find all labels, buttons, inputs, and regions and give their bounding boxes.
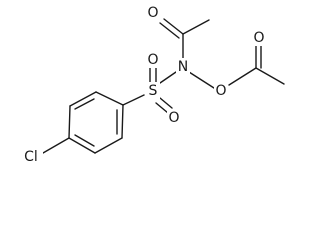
atom-ketone-oxygen: O	[146, 4, 160, 21]
bond-o-to-ester-c	[228, 67, 257, 86]
bond-carbonyl-c-to-o-double-a	[163, 18, 184, 35]
bond-s-to-o-lower-b	[155, 102, 169, 114]
chemical-structure: O N O O S O O Cl	[19, 4, 285, 165]
bond-n-to-o-bridge	[188, 71, 215, 89]
atom-sulfur: S	[146, 82, 160, 99]
atom-label-o: O	[147, 5, 158, 21]
atom-ester-oxygen-bridge: O	[214, 82, 228, 99]
ring-inner-double-3	[74, 134, 95, 147]
atom-label-o: O	[215, 83, 226, 99]
atom-nitrogen: N	[176, 58, 190, 75]
ring-bond-5	[94, 137, 123, 154]
bond-carbonyl-c-to-o-double-b	[159, 22, 180, 39]
atom-sulfonyl-oxygen-upper: O	[146, 51, 160, 68]
bond-n-to-s	[159, 71, 177, 84]
atom-sulfonyl-oxygen-lower: O	[167, 109, 181, 126]
ring-inner-double-2	[74, 98, 95, 110]
bond-s-to-ring	[122, 94, 145, 106]
atom-label-o: O	[253, 30, 264, 46]
atom-ester-oxygen-carbonyl: O	[252, 29, 266, 46]
atom-label-o: O	[168, 110, 179, 126]
bond-ring-to-cl	[42, 137, 70, 154]
bond-carbonyl-c-to-methyl	[182, 19, 210, 35]
atom-label-cl: Cl	[24, 149, 38, 165]
atom-label-o: O	[147, 52, 158, 68]
ring-bond-3	[68, 105, 71, 139]
ring-bond-2	[69, 91, 97, 107]
ring-bond-6	[121, 104, 124, 139]
atom-label-s: S	[149, 83, 158, 99]
ring-bond-1	[95, 91, 124, 106]
bond-s-to-o-lower-a	[159, 97, 173, 109]
atom-chlorine: Cl	[19, 148, 43, 165]
ring-bond-4	[68, 137, 96, 154]
bond-ester-c-to-methyl	[255, 67, 285, 85]
atom-label-n: N	[178, 59, 188, 75]
